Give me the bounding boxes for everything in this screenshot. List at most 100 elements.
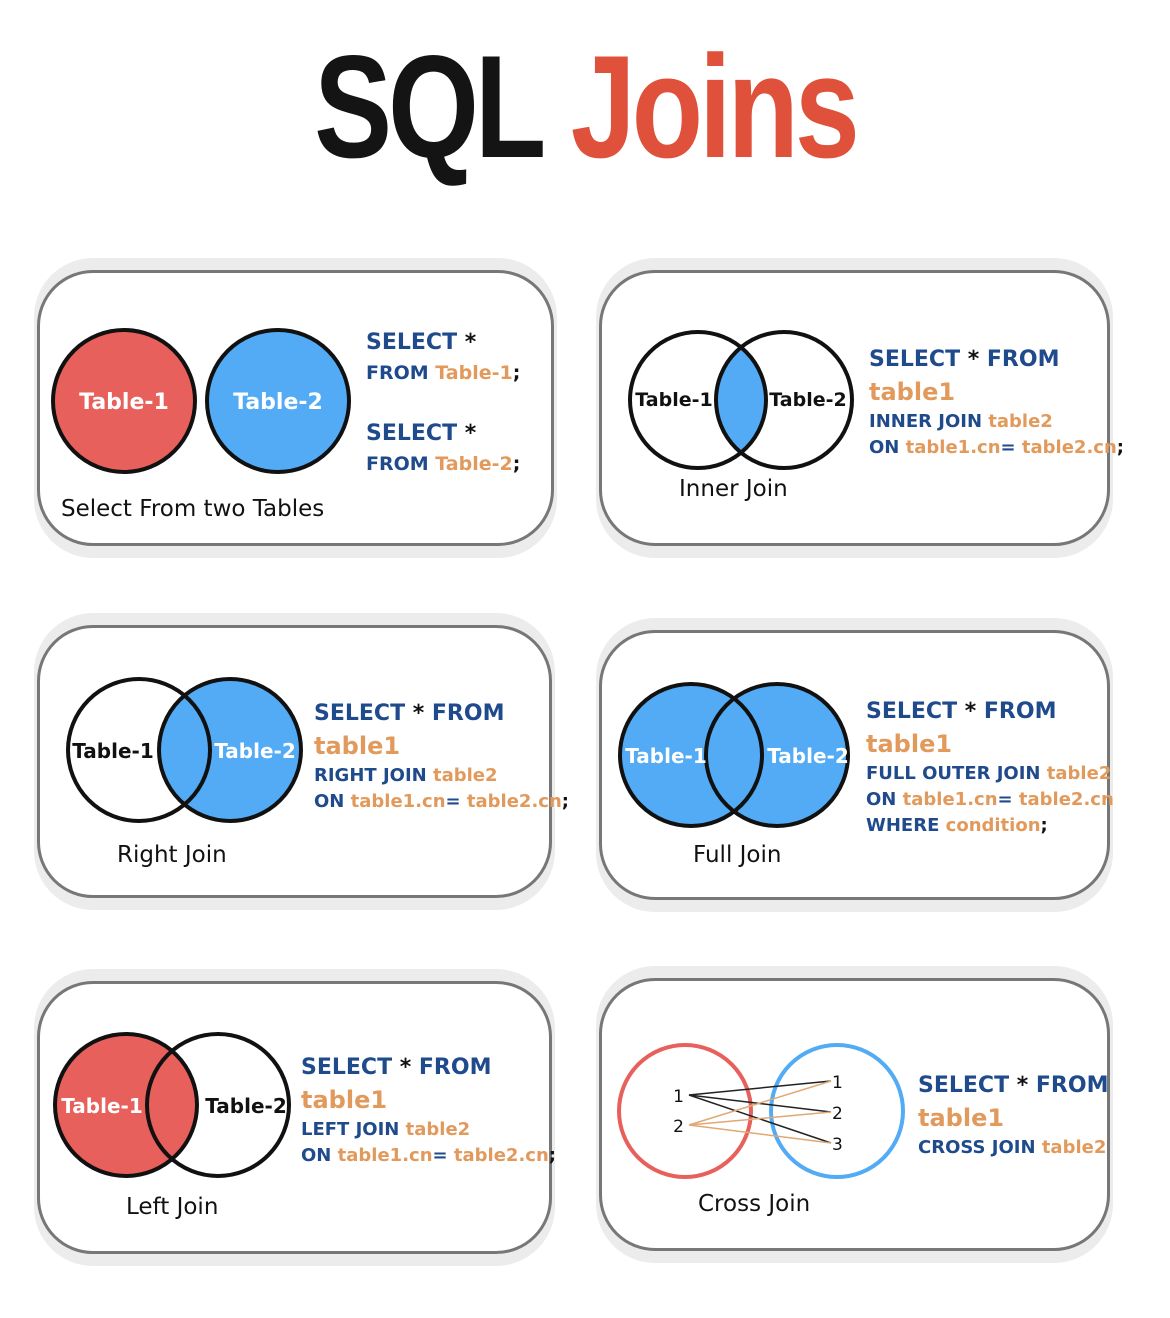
venn-left-join: Table-1 Table-2 bbox=[53, 1032, 291, 1178]
val-join: table2 bbox=[1041, 1137, 1107, 1158]
cross-numbers: 1 2 1 2 3 bbox=[673, 1073, 843, 1155]
semicolon: ; bbox=[548, 1145, 556, 1166]
cross-line bbox=[688, 1111, 832, 1126]
cross-line bbox=[688, 1124, 832, 1144]
sql-code: SELECT * FROM table1 LEFT JOIN table2 ON… bbox=[301, 1051, 556, 1169]
kw-from: FROM bbox=[431, 701, 505, 726]
circle-label-table-1: Table-1 bbox=[72, 739, 154, 763]
kw-from: FROM bbox=[986, 347, 1060, 372]
circle-table-2 bbox=[157, 677, 303, 823]
val-on-right: table2.cn bbox=[1018, 789, 1114, 810]
star: * bbox=[405, 701, 432, 726]
venn-right-join: Table-1 Table-2 bbox=[66, 677, 303, 823]
venn-inner-join: Table-1 Table-2 bbox=[628, 330, 854, 470]
circle-table-1 bbox=[51, 328, 197, 474]
val-on-right: table2.cn bbox=[466, 791, 562, 812]
star: * bbox=[457, 421, 477, 446]
circle-label-table-2: Table-2 bbox=[214, 739, 296, 763]
kw-on: ON bbox=[866, 789, 897, 810]
circle-table-2 bbox=[205, 328, 351, 474]
kw-from: FROM bbox=[1035, 1073, 1109, 1098]
card-caption: Right Join bbox=[117, 842, 227, 868]
circle-table-2 bbox=[769, 1043, 905, 1179]
page-title: SQL Joins bbox=[117, 22, 1053, 192]
right-item-number: 2 bbox=[832, 1104, 843, 1124]
kw-on: ON bbox=[314, 791, 345, 812]
val-join: table2 bbox=[432, 765, 498, 786]
circle-label-table-2: Table-2 bbox=[769, 389, 846, 411]
kw-from: FROM bbox=[366, 362, 429, 384]
val-on-left: table1.cn bbox=[337, 1145, 433, 1166]
kw-where: WHERE bbox=[866, 815, 940, 836]
card-full-join: Table-1 Table-2 SELECT * FROM table1 FUL… bbox=[599, 630, 1114, 900]
circle-table-2 bbox=[704, 682, 850, 828]
venn-cross-join: 1 2 1 2 3 bbox=[617, 1043, 905, 1179]
kw-select: SELECT bbox=[366, 421, 458, 446]
right-item-number: 3 bbox=[832, 1135, 843, 1155]
kw-on: ON bbox=[869, 437, 900, 458]
val-on-right: table2.cn bbox=[453, 1145, 549, 1166]
sql-code: SELECT * FROM table1 RIGHT JOIN table2 O… bbox=[314, 697, 569, 815]
val-where: condition bbox=[945, 815, 1041, 836]
circle-table-1 bbox=[628, 330, 768, 470]
equals: = bbox=[445, 791, 461, 812]
title-sql: SQL bbox=[314, 25, 546, 188]
val-join: table2 bbox=[988, 411, 1053, 432]
circle-table-2-fill bbox=[716, 332, 766, 468]
circle-label-table-2: Table-2 bbox=[767, 744, 849, 768]
kw-select: SELECT bbox=[918, 1073, 1010, 1098]
sql-code: SELECT * FROM Table-1; SELECT * FROM Tab… bbox=[366, 327, 520, 480]
left-item-number: 1 bbox=[673, 1087, 684, 1107]
val-table: table1 bbox=[918, 1104, 1005, 1132]
kw-join: RIGHT JOIN bbox=[314, 765, 427, 786]
kw-select: SELECT bbox=[314, 701, 406, 726]
card-caption: Cross Join bbox=[698, 1191, 811, 1217]
circle-table-1 bbox=[66, 677, 212, 823]
circle-table-2-fill bbox=[706, 684, 848, 826]
card-right-join: Table-1 Table-2 SELECT * FROM table1 RIG… bbox=[37, 625, 569, 898]
kw-join: LEFT JOIN bbox=[301, 1119, 400, 1140]
star: * bbox=[957, 699, 984, 724]
kw-select: SELECT bbox=[866, 699, 958, 724]
kw-select: SELECT bbox=[301, 1055, 393, 1080]
kw-on: ON bbox=[301, 1145, 332, 1166]
val-join: table2 bbox=[405, 1119, 471, 1140]
card-left-join: Table-1 Table-2 SELECT * FROM table1 LEF… bbox=[37, 981, 556, 1254]
circle-label-table-1: Table-1 bbox=[635, 389, 712, 411]
semicolon: ; bbox=[512, 453, 521, 475]
venn-full-join: Table-1 Table-2 bbox=[618, 682, 850, 828]
val-on-left: table1.cn bbox=[350, 791, 446, 812]
star: * bbox=[960, 347, 987, 372]
card-caption: Select From two Tables bbox=[61, 496, 325, 522]
title-joins: Joins bbox=[570, 25, 860, 188]
card-caption: Full Join bbox=[693, 842, 782, 868]
cross-line bbox=[688, 1080, 832, 1126]
cross-line bbox=[688, 1080, 832, 1096]
equals: = bbox=[1000, 437, 1016, 458]
circle-label-table-1: Table-1 bbox=[79, 390, 169, 415]
kw-join: INNER JOIN bbox=[869, 411, 983, 432]
semicolon: ; bbox=[512, 362, 521, 384]
left-item-number: 2 bbox=[673, 1117, 684, 1137]
circle-table-1 bbox=[618, 682, 764, 828]
circle-table-1 bbox=[53, 1032, 199, 1178]
equals: = bbox=[432, 1145, 448, 1166]
val-on-left: table1.cn bbox=[902, 789, 998, 810]
sql-code: SELECT * FROM table1 INNER JOIN table2 O… bbox=[869, 343, 1124, 461]
star: * bbox=[392, 1055, 419, 1080]
val-table: Table-2 bbox=[435, 453, 513, 475]
circle-table-2 bbox=[145, 1032, 291, 1178]
val-on-right: table2.cn bbox=[1021, 437, 1117, 458]
star: * bbox=[457, 330, 477, 355]
val-table: table1 bbox=[314, 732, 401, 760]
right-item-number: 1 bbox=[832, 1073, 843, 1093]
val-table: Table-1 bbox=[435, 362, 513, 384]
val-join: table2 bbox=[1046, 763, 1112, 784]
circle-table-1 bbox=[617, 1043, 753, 1179]
kw-select: SELECT bbox=[869, 347, 961, 372]
semicolon: ; bbox=[1040, 815, 1048, 836]
card-select-two-tables: Table-1 Table-2 SELECT * FROM Table-1; S… bbox=[37, 270, 554, 546]
star: * bbox=[1009, 1073, 1036, 1098]
equals: = bbox=[997, 789, 1013, 810]
